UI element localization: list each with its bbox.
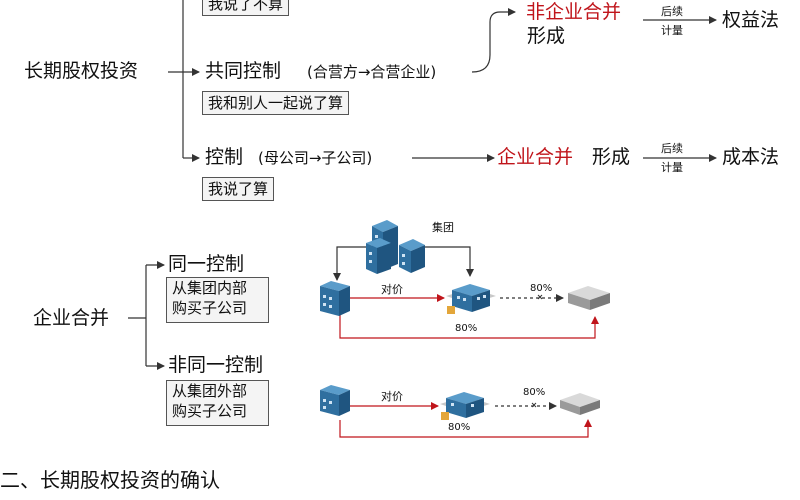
merge-root-label: 企业合并	[33, 307, 110, 329]
top-tree-connectors	[168, 0, 717, 162]
same-pct-bottom: 80%	[455, 323, 478, 334]
measure-bottom-label-2: 计量	[661, 161, 683, 174]
acquirer-building-icon-same	[320, 281, 350, 316]
diff-control-box: 从集团外部 购买子公司	[166, 380, 269, 426]
diff-consideration-label: 对价	[381, 390, 403, 403]
diff-control-lines	[339, 402, 592, 438]
same-control-title: 同一控制	[168, 253, 245, 275]
x-marks	[531, 294, 543, 408]
diff-control-box-line2: 购买子公司	[172, 402, 248, 420]
root-label-long-term-equity: 长期股权投资	[24, 60, 139, 82]
merger-formed-label: 形成	[592, 146, 631, 168]
same-control-box-line2: 购买子公司	[172, 299, 248, 317]
target-building-icon-diff	[440, 392, 490, 420]
target-building-icon-same	[446, 284, 496, 314]
box-joint-say: 我和别人一起说了算	[202, 91, 350, 115]
branch-control-detail: (母公司→子公司)	[258, 149, 373, 167]
group-label: 集团	[432, 221, 454, 234]
equity-method-label: 权益法	[722, 9, 780, 31]
same-pct-top: 80%	[530, 283, 553, 294]
non-merger-label: 非企业合并	[526, 1, 622, 23]
merger-label: 企业合并	[497, 146, 574, 168]
same-control-box: 从集团内部 购买子公司	[166, 277, 269, 323]
server-box-icon-same	[568, 286, 610, 310]
diff-control-title: 非同一控制	[168, 354, 264, 376]
branch-control-title: 控制	[205, 146, 244, 168]
diff-pct-top: 80%	[523, 387, 546, 398]
merge-tree-connectors	[128, 261, 165, 370]
diff-pct-bottom: 80%	[448, 422, 471, 433]
cost-method-label: 成本法	[722, 146, 780, 168]
server-box-icon-diff	[560, 393, 600, 415]
non-merger-formed-label: 形成	[527, 25, 566, 47]
group-buildings-icon	[366, 220, 425, 274]
branch-joint-control-title: 共同控制	[205, 60, 282, 82]
measure-top-label-2: 计量	[661, 24, 683, 37]
section-heading: 二、长期股权投资的确认	[0, 468, 220, 492]
same-control-box-line1: 从集团内部	[172, 279, 248, 297]
measure-bottom-label-1: 后续	[661, 142, 683, 155]
box-full-say: 我说了算	[202, 177, 275, 201]
box-no-say: 我说了不算	[202, 0, 290, 16]
same-control-lines	[333, 246, 599, 339]
same-consideration-label: 对价	[381, 283, 403, 296]
branch-joint-control-detail: (合营方→合营企业)	[307, 63, 437, 81]
diff-control-box-line1: 从集团外部	[172, 382, 248, 400]
measure-top-label-1: 后续	[661, 5, 683, 18]
acquirer-building-icon-diff	[320, 385, 350, 416]
